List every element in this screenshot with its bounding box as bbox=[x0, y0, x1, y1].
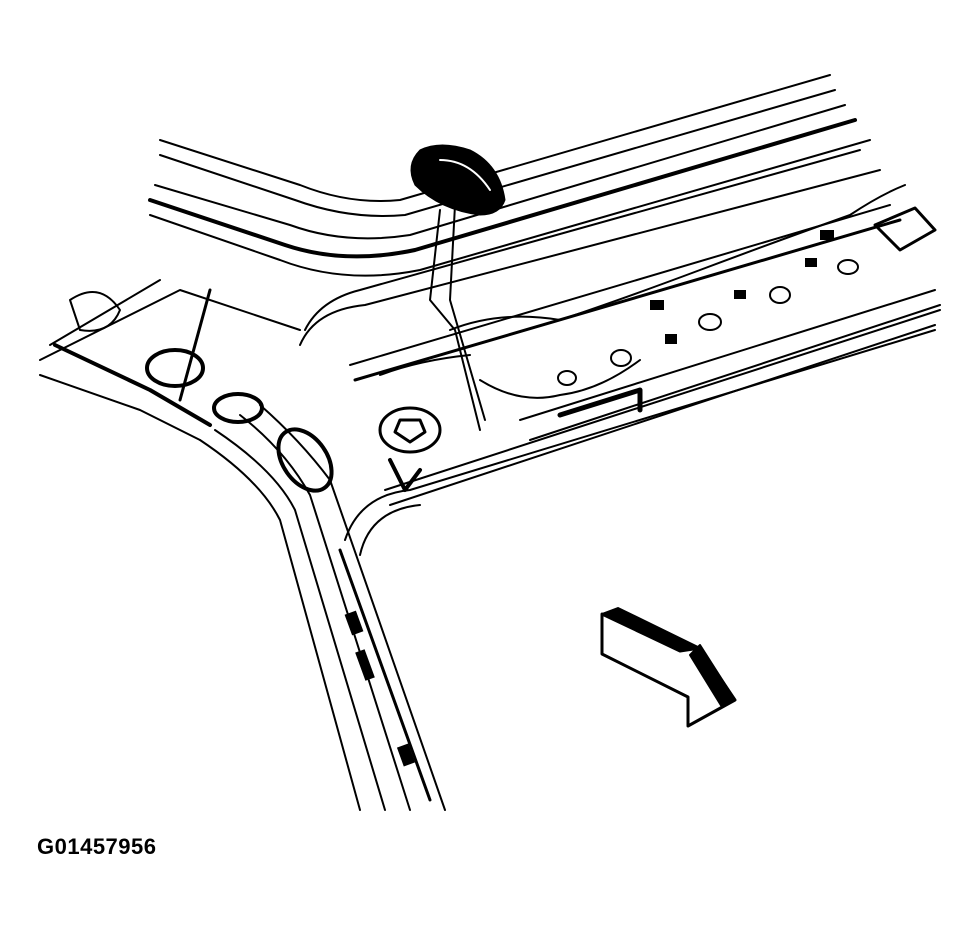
roof-component bbox=[410, 144, 506, 431]
direction-arrow bbox=[600, 607, 737, 728]
pillar bbox=[199, 329, 936, 811]
figure-id-caption: G01457956 bbox=[37, 834, 157, 859]
wiring-harness bbox=[379, 184, 906, 399]
fastener bbox=[378, 406, 442, 492]
left-panel bbox=[39, 279, 301, 441]
roof-rail bbox=[148, 74, 941, 506]
